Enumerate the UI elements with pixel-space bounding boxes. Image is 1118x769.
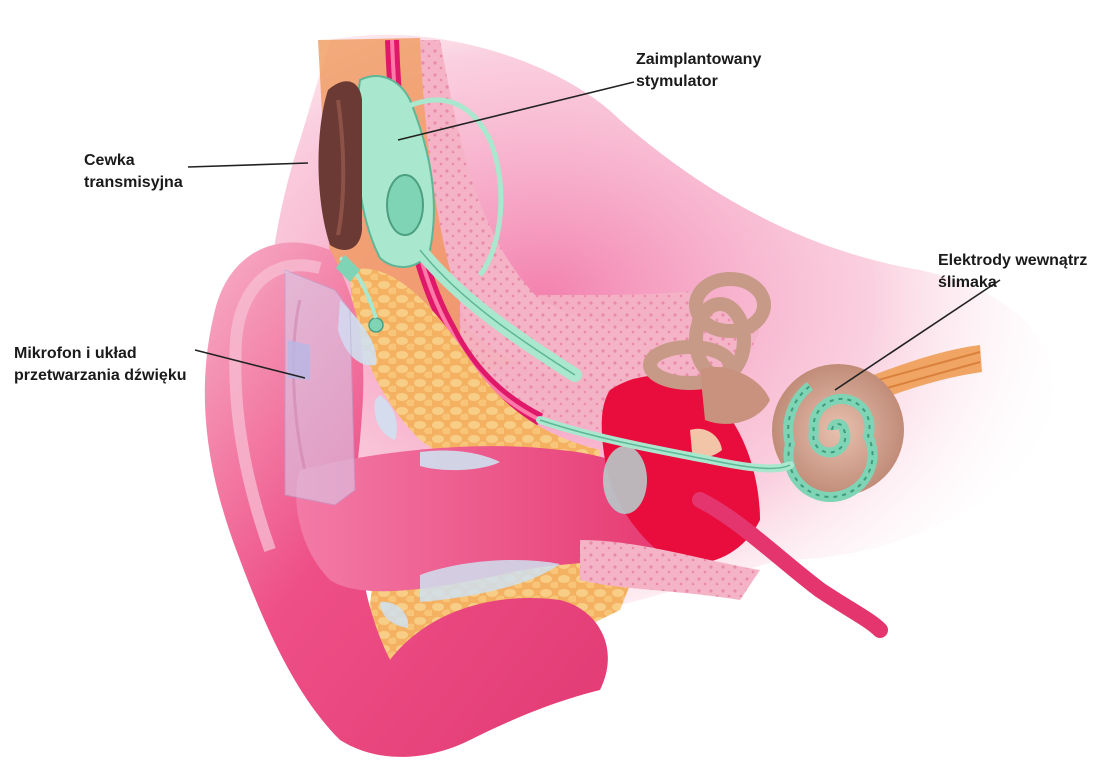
transmission-coil: [318, 81, 362, 250]
label-cochlear-electrodes-line2: ślimaka: [938, 272, 1087, 294]
label-implanted-stimulator-line2: stymulator: [636, 71, 761, 93]
label-cochlear-electrodes-line1: Elektrody wewnątrz: [938, 250, 1087, 272]
label-transmission-coil: Cewka transmisyjna: [84, 150, 183, 194]
leader-coil: [188, 163, 308, 167]
label-microphone-processor: Mikrofon i układ przetwarzania dźwięku: [14, 343, 187, 387]
label-implanted-stimulator-line1: Zaimplantowany: [636, 49, 761, 71]
label-transmission-coil-line1: Cewka: [84, 150, 183, 172]
label-microphone-processor-line1: Mikrofon i układ: [14, 343, 187, 365]
label-implanted-stimulator: Zaimplantowany stymulator: [636, 49, 761, 93]
label-transmission-coil-line2: transmisyjna: [84, 172, 183, 194]
label-cochlear-electrodes: Elektrody wewnątrz ślimaka: [938, 250, 1087, 294]
eardrum: [603, 446, 647, 514]
label-microphone-processor-line2: przetwarzania dźwięku: [14, 365, 187, 387]
cochlea: [772, 364, 904, 497]
